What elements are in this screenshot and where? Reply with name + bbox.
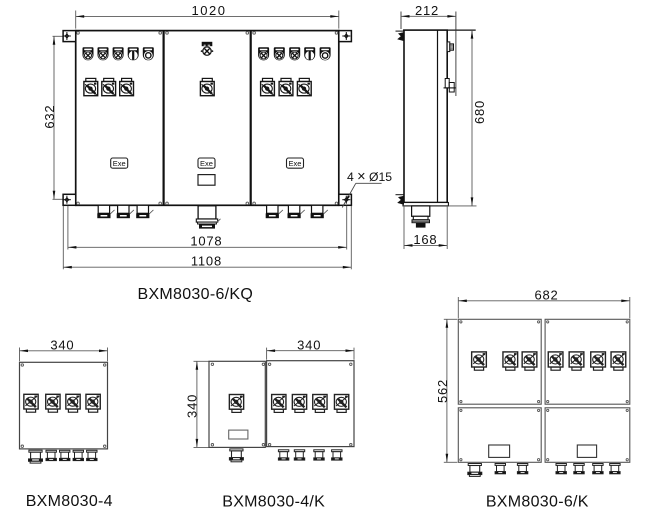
svg-text:BXM8030-4: BXM8030-4 — [26, 493, 113, 510]
svg-text:340: 340 — [185, 394, 200, 418]
svg-text:1108: 1108 — [191, 254, 222, 269]
svg-text:1020: 1020 — [191, 3, 226, 18]
svg-text:4 × Ø15: 4 × Ø15 — [347, 169, 392, 185]
svg-text:BXM8030-6/K: BXM8030-6/K — [486, 493, 589, 510]
svg-text:Exe: Exe — [200, 159, 213, 168]
svg-text:212: 212 — [415, 3, 439, 18]
svg-text:Exe: Exe — [289, 159, 302, 168]
svg-text:168: 168 — [413, 232, 437, 247]
svg-text:632: 632 — [42, 105, 57, 129]
svg-text:BXM8030-4/K: BXM8030-4/K — [222, 493, 325, 510]
svg-text:680: 680 — [472, 100, 487, 124]
svg-text:562: 562 — [435, 379, 450, 403]
svg-text:Exe: Exe — [113, 159, 126, 168]
svg-text:682: 682 — [534, 288, 558, 303]
svg-text:340: 340 — [297, 338, 321, 353]
svg-text:BXM8030-6/KQ: BXM8030-6/KQ — [137, 286, 253, 303]
svg-text:340: 340 — [50, 338, 74, 353]
svg-text:1078: 1078 — [190, 234, 222, 249]
